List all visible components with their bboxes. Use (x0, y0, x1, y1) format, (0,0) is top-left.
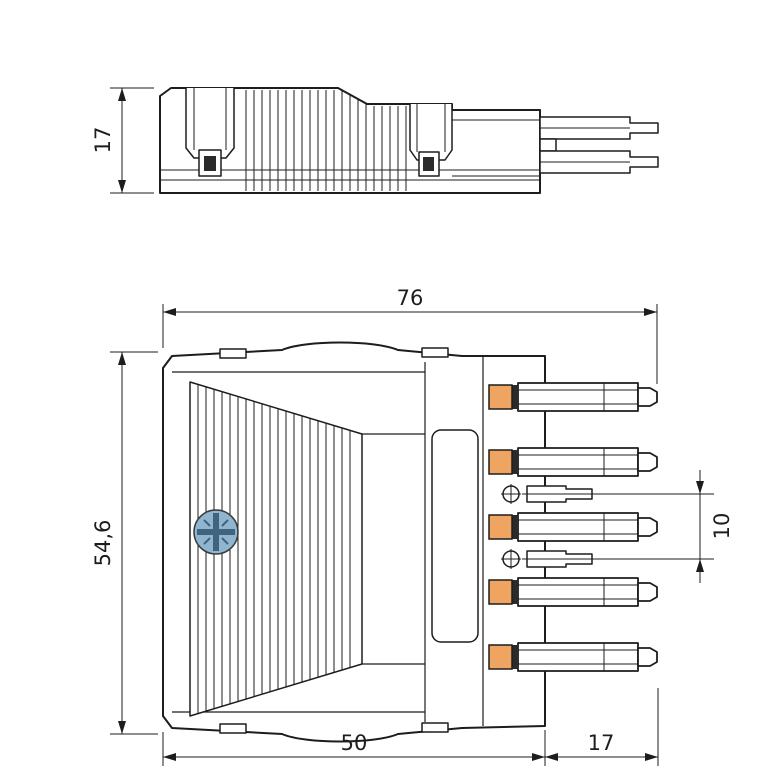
clip-window-top-right (421, 347, 449, 358)
arrow-up-icon (696, 559, 704, 572)
dim-pole-pitch: 10 (522, 470, 734, 583)
latch-right (409, 104, 453, 177)
dim-side-height: 17 (91, 87, 154, 194)
grip-outline (189, 381, 363, 717)
clamp-port-4 (488, 579, 513, 605)
clip-window-bottom-left (219, 723, 247, 734)
dim-total-width: 76 (162, 286, 658, 384)
clamp-port-3 (488, 514, 513, 540)
arrow-right-icon (644, 308, 657, 316)
arrow-up-icon (118, 352, 126, 365)
clamp-port-5 (488, 644, 513, 670)
side-hatch-lines (245, 90, 407, 191)
dim-contact-section: 17 (545, 688, 659, 766)
arrow-up-icon (118, 88, 126, 101)
arrow-left-icon (545, 753, 558, 761)
side-view (159, 87, 659, 194)
dim-label-total-width: 76 (397, 286, 424, 310)
front-view (162, 341, 658, 743)
latch-right-hook (423, 157, 434, 171)
arrow-down-icon (696, 481, 704, 494)
clamp-port-2 (488, 449, 513, 475)
clamp-port-1 (488, 384, 513, 410)
arrow-left-icon (163, 308, 176, 316)
contact-1-blade (637, 387, 658, 407)
latch-left-hook (204, 156, 216, 171)
dim-label-housing-height: 54,6 (91, 520, 115, 567)
latch-left (185, 88, 235, 177)
contact-4 (488, 577, 658, 607)
side-contact-bridge (539, 138, 557, 152)
contact-3-blade (637, 517, 658, 537)
contact-4-blade (637, 582, 658, 602)
contact-2-blade (637, 452, 658, 472)
marking-field (431, 429, 479, 643)
dim-label-side-height: 17 (91, 127, 115, 154)
clip-window-top-left (219, 348, 247, 359)
side-contacts (539, 116, 659, 174)
dim-label-contact-section: 17 (588, 731, 615, 755)
contact-2 (488, 447, 658, 477)
dim-housing-width: 50 (162, 730, 546, 766)
clip-window-bottom-right (421, 722, 449, 733)
arrow-right-icon (532, 753, 545, 761)
dim-label-housing-width: 50 (341, 731, 368, 755)
contact-5 (488, 642, 658, 672)
arrow-down-icon (118, 180, 126, 193)
arrow-right-icon (645, 753, 658, 761)
contact-1 (488, 382, 658, 412)
contact-5-blade (637, 647, 658, 667)
housing-inner-lines (172, 356, 484, 726)
dim-label-pole-pitch: 10 (710, 513, 734, 540)
arrow-down-icon (118, 721, 126, 734)
screw-head-icon (193, 509, 239, 555)
dim-housing-height: 54,6 (91, 351, 158, 735)
arrow-left-icon (163, 753, 176, 761)
contact-3 (488, 512, 658, 542)
